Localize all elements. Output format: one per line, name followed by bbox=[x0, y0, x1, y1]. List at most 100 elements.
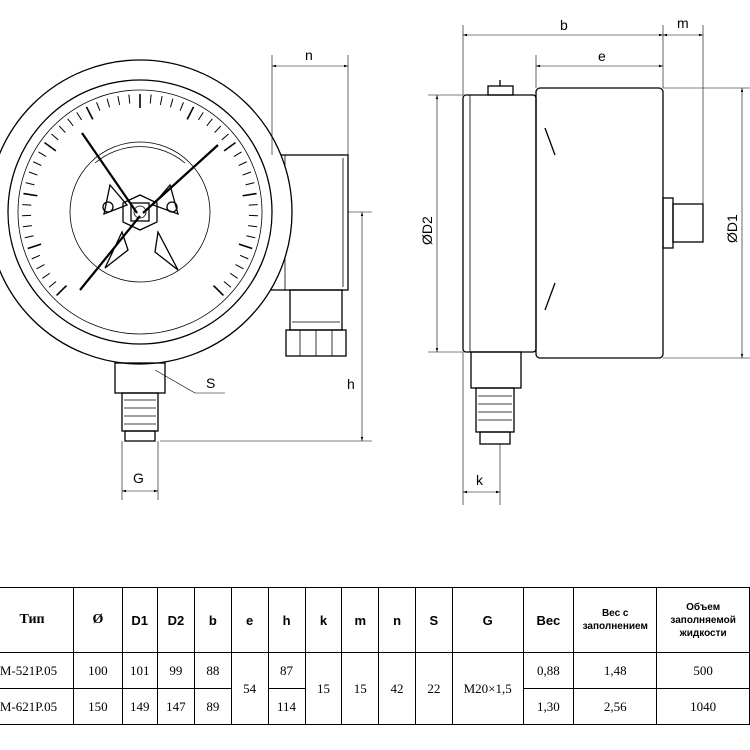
header-d2: D2 bbox=[156, 587, 195, 653]
table-row: ДМ-621Р.05 150 149 147 89 114 1,30 2,56 … bbox=[0, 688, 750, 725]
scale-tick bbox=[223, 141, 236, 152]
scale-tick bbox=[33, 161, 42, 167]
scale-tick bbox=[36, 264, 45, 270]
cell-fill-volume: 1040 bbox=[656, 688, 750, 725]
scale-tick bbox=[221, 133, 229, 141]
cell-d2: 99 bbox=[156, 652, 195, 689]
header-fill-volume: Объем заполняемой жидкости bbox=[656, 587, 750, 653]
cell-d1: 149 bbox=[121, 688, 158, 725]
cell-type: ДМ-621Р.05 bbox=[0, 688, 75, 725]
scale-tick bbox=[117, 95, 121, 106]
junction-box bbox=[239, 154, 349, 357]
cell-weight: 0,88 bbox=[522, 652, 575, 689]
scale-tick bbox=[22, 204, 32, 206]
side-case bbox=[462, 80, 704, 359]
scale-tick bbox=[179, 102, 184, 111]
side-view: b m e ØD2 ØD1 k bbox=[419, 15, 750, 505]
scale-tick bbox=[31, 254, 41, 260]
cell-e: 54 bbox=[230, 652, 269, 725]
scale-tick bbox=[248, 225, 258, 228]
scale-tick bbox=[76, 112, 83, 121]
scale-tick bbox=[149, 94, 152, 104]
scale-tick bbox=[27, 243, 42, 250]
table-header-row: Тип Ø D1 D2 b e h k m n S G Вес Вес с за… bbox=[0, 587, 750, 653]
front-view: S n h G bbox=[0, 47, 372, 500]
scale-tick bbox=[85, 106, 94, 120]
cell-fill-volume: 500 bbox=[656, 652, 750, 689]
header-b: b bbox=[193, 587, 232, 653]
cell-d2: 147 bbox=[156, 688, 195, 725]
spec-table-container: Тип Ø D1 D2 b e h k m n S G Вес Вес с за… bbox=[0, 587, 750, 725]
scale-tick bbox=[24, 235, 34, 239]
cell-h: 114 bbox=[267, 688, 306, 725]
cell-b: 89 bbox=[193, 688, 232, 725]
header-m: m bbox=[341, 587, 380, 653]
scale-tick bbox=[197, 112, 204, 121]
label-h: h bbox=[347, 376, 355, 392]
scale-tick bbox=[48, 281, 57, 288]
scale-tick bbox=[245, 182, 255, 186]
scale-tick bbox=[25, 182, 35, 186]
scale-tick bbox=[238, 243, 253, 250]
cell-h: 87 bbox=[267, 652, 306, 689]
label-k: k bbox=[476, 472, 484, 488]
scale-tick bbox=[58, 125, 66, 133]
scale-tick bbox=[186, 106, 195, 120]
scale-tick bbox=[28, 171, 38, 176]
scale-tick bbox=[44, 141, 57, 152]
header-diameter: Ø bbox=[73, 587, 123, 653]
scale-tick bbox=[42, 272, 51, 279]
scale-tick bbox=[38, 151, 47, 157]
gauge-technical-drawing: S n h G bbox=[0, 15, 750, 505]
cell-type: ДМ-521Р.05 bbox=[0, 652, 75, 689]
cell-s: 22 bbox=[414, 652, 453, 725]
scale-tick bbox=[223, 281, 232, 288]
scale-tick bbox=[229, 272, 238, 279]
scale-tick bbox=[248, 204, 258, 206]
front-connection bbox=[114, 362, 166, 442]
scale-tick bbox=[51, 133, 59, 141]
scale-tick bbox=[22, 225, 32, 228]
cell-weight: 1,30 bbox=[522, 688, 575, 725]
header-weight: Вес bbox=[522, 587, 575, 653]
label-n: n bbox=[305, 47, 313, 63]
scale-ticks bbox=[22, 94, 258, 297]
header-e: e bbox=[230, 587, 269, 653]
label-d1: ØD1 bbox=[724, 214, 740, 243]
cell-diameter: 100 bbox=[73, 652, 123, 689]
scale-tick bbox=[23, 192, 38, 197]
scale-tick bbox=[212, 284, 225, 297]
scale-tick bbox=[242, 171, 252, 176]
header-s: S bbox=[414, 587, 453, 653]
scale-tick bbox=[214, 125, 222, 133]
cell-b: 88 bbox=[193, 652, 232, 689]
scale-tick bbox=[159, 95, 163, 106]
header-weight-filled: Вес с заполнением bbox=[573, 587, 658, 653]
header-d1: D1 bbox=[121, 587, 158, 653]
label-d2: ØD2 bbox=[419, 216, 435, 245]
table-row: ДМ-521Р.05 100 101 99 88 54 87 15 15 42 … bbox=[0, 652, 750, 725]
scale-tick bbox=[67, 118, 74, 127]
scale-tick bbox=[106, 98, 111, 108]
scale-tick bbox=[242, 192, 257, 197]
label-g: G bbox=[133, 470, 144, 486]
header-g: G bbox=[451, 587, 524, 653]
scale-tick bbox=[238, 161, 247, 167]
cell-k: 15 bbox=[304, 652, 343, 725]
header-h: h bbox=[267, 587, 306, 653]
label-e: e bbox=[598, 48, 606, 64]
scale-tick bbox=[235, 264, 244, 270]
scale-tick bbox=[233, 151, 242, 157]
cell-d1: 101 bbox=[121, 652, 158, 689]
scale-tick bbox=[128, 94, 131, 104]
scale-tick bbox=[246, 235, 256, 239]
header-k: k bbox=[304, 587, 343, 653]
label-s: S bbox=[206, 375, 215, 391]
spec-table: Тип Ø D1 D2 b e h k m n S G Вес Вес с за… bbox=[0, 587, 750, 725]
contact-pointers bbox=[79, 132, 219, 291]
scale-tick bbox=[96, 102, 101, 111]
side-connection bbox=[470, 351, 522, 445]
cell-diameter: 150 bbox=[73, 688, 123, 725]
cell-g: M20×1,5 bbox=[451, 652, 524, 725]
scale-tick bbox=[206, 118, 213, 127]
